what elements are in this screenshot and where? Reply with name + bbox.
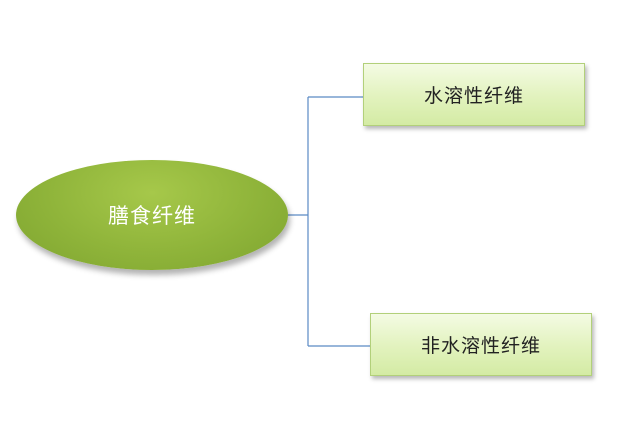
child-node-insoluble-fiber: 非水溶性纤维 <box>370 313 592 376</box>
root-node-dietary-fiber: 膳食纤维 <box>16 160 288 270</box>
root-node-label: 膳食纤维 <box>108 204 196 228</box>
child-node-label: 非水溶性纤维 <box>420 335 541 357</box>
child-node-label: 水溶性纤维 <box>423 85 524 107</box>
child-node-soluble-fiber: 水溶性纤维 <box>363 63 585 126</box>
